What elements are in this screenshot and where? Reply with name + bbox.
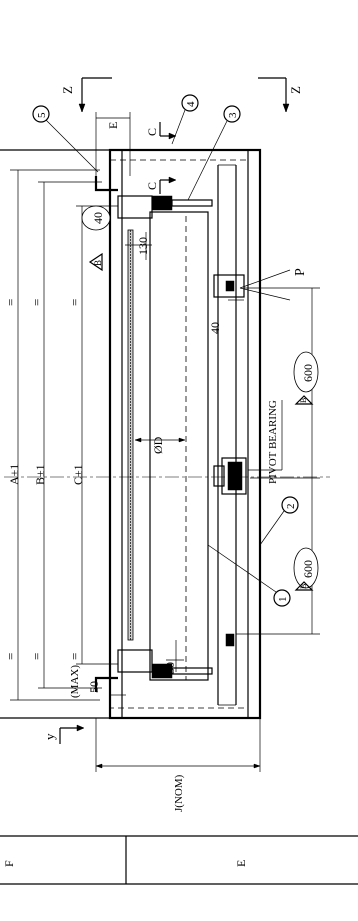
svg-text:B: B xyxy=(299,398,308,403)
svg-text:E: E xyxy=(106,122,120,129)
svg-text:4: 4 xyxy=(185,101,197,107)
dimension-30: 30 xyxy=(163,640,184,674)
balloon-1: 1 xyxy=(207,544,291,607)
dimension-j: J(NOM) xyxy=(95,718,261,812)
svg-text:1: 1 xyxy=(277,597,289,603)
drawing-border: F E xyxy=(0,835,358,885)
zone-e-label: E xyxy=(234,860,248,867)
section-z-right-label: Z xyxy=(288,86,303,94)
balloon-5: 5 xyxy=(32,105,99,173)
section-y-marker: y xyxy=(42,724,85,744)
p-label: P xyxy=(239,268,308,301)
top-bolts xyxy=(151,195,213,211)
structure-frame xyxy=(0,148,262,720)
dimension-b: B±1 = = xyxy=(29,181,102,689)
svg-text:C±1: C±1 xyxy=(71,464,85,485)
svg-text:=: = xyxy=(67,299,82,306)
svg-text:B: B xyxy=(93,260,103,266)
zone-f-label: F xyxy=(2,860,16,867)
svg-text:30: 30 xyxy=(163,662,177,674)
svg-text:40: 40 xyxy=(91,212,105,224)
section-z-left-label: Z xyxy=(60,86,75,94)
svg-text:C: C xyxy=(145,128,159,136)
svg-text:y: y xyxy=(42,733,57,740)
svg-text:600: 600 xyxy=(301,560,315,578)
section-z-marker-right: Z xyxy=(258,77,303,113)
dimension-50-max: (MAX) 50 xyxy=(69,640,126,700)
pivot-bearing-label: PIVOT BEARING xyxy=(248,400,283,484)
svg-text:=: = xyxy=(29,653,44,660)
svg-text:40: 40 xyxy=(208,322,222,334)
svg-text:3: 3 xyxy=(227,112,239,118)
pivot-bearing xyxy=(213,457,247,495)
svg-text:PIVOT BEARING: PIVOT BEARING xyxy=(267,400,279,484)
pad-top xyxy=(213,274,245,298)
dimension-130: 130 xyxy=(125,232,152,260)
svg-text:=: = xyxy=(3,299,18,306)
svg-text:A±1: A±1 xyxy=(7,464,21,485)
svg-text:130: 130 xyxy=(136,237,150,255)
pad-bottom xyxy=(225,633,235,647)
svg-text:B: B xyxy=(299,584,308,589)
svg-text:J(NOM): J(NOM) xyxy=(173,774,185,812)
balloon-2: 2 xyxy=(259,496,299,546)
dimension-600-top: 600 B xyxy=(244,287,320,479)
svg-text:B±1: B±1 xyxy=(33,464,47,485)
svg-text:=: = xyxy=(29,299,44,306)
svg-text:ØD: ØD xyxy=(151,436,165,454)
rack-bar xyxy=(127,211,209,681)
svg-text:600: 600 xyxy=(301,364,315,382)
svg-text:P: P xyxy=(293,268,308,276)
section-c-marker-top: C xyxy=(145,122,177,140)
balloon-4: 4 xyxy=(171,94,199,145)
section-c-marker-bottom: C xyxy=(145,176,177,194)
dimension-40: 40 xyxy=(208,299,244,334)
svg-text:C: C xyxy=(145,182,159,190)
dimension-e: E xyxy=(95,112,131,176)
section-z-marker-left: Z xyxy=(60,77,112,113)
svg-text:5: 5 xyxy=(36,112,48,118)
dimension-c: C±1 = = xyxy=(67,205,118,665)
dimension-od: ØD xyxy=(134,436,186,454)
dimension-40-cloud: 40 B xyxy=(81,205,111,272)
dimension-600-bottom: 600 B xyxy=(236,478,320,635)
svg-text:=: = xyxy=(67,653,82,660)
svg-text:50: 50 xyxy=(87,681,101,693)
svg-text:2: 2 xyxy=(285,504,297,510)
balloon-3: 3 xyxy=(187,105,241,201)
svg-text:(MAX): (MAX) xyxy=(69,665,81,698)
bottom-bolts xyxy=(151,663,213,679)
svg-text:=: = xyxy=(3,653,18,660)
dimension-a: A±1 = = xyxy=(3,169,100,701)
